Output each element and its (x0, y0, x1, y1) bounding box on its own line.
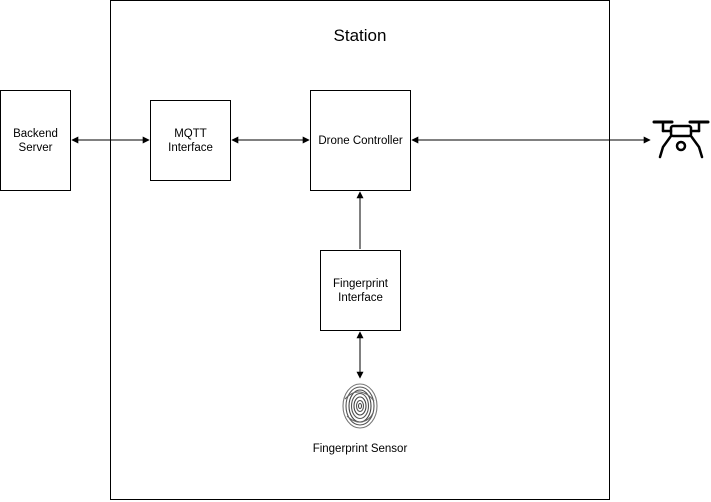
mqtt-interface-label-line2: Interface (168, 141, 213, 154)
mqtt-interface-label-line1: MQTT (174, 127, 207, 140)
fingerprint-sensor-label: Fingerprint Sensor (312, 443, 408, 455)
fingerprint-icon (342, 383, 378, 429)
backend-server-node: Backend Server (0, 90, 71, 191)
fingerprint-interface-label-line2: Interface (338, 291, 383, 304)
drone-controller-label: Drone Controller (318, 134, 403, 147)
station-title: Station (333, 26, 387, 45)
fingerprint-interface-label-line1: Fingerprint (333, 277, 388, 290)
mqtt-interface-node: MQTT Interface (150, 100, 231, 181)
fingerprint-interface-node: Fingerprint Interface (320, 250, 401, 331)
drone-controller-node: Drone Controller (310, 90, 411, 191)
backend-server-label-line2: Server (18, 141, 53, 154)
backend-server-label-line1: Backend (13, 127, 58, 140)
drone-icon (652, 120, 710, 159)
